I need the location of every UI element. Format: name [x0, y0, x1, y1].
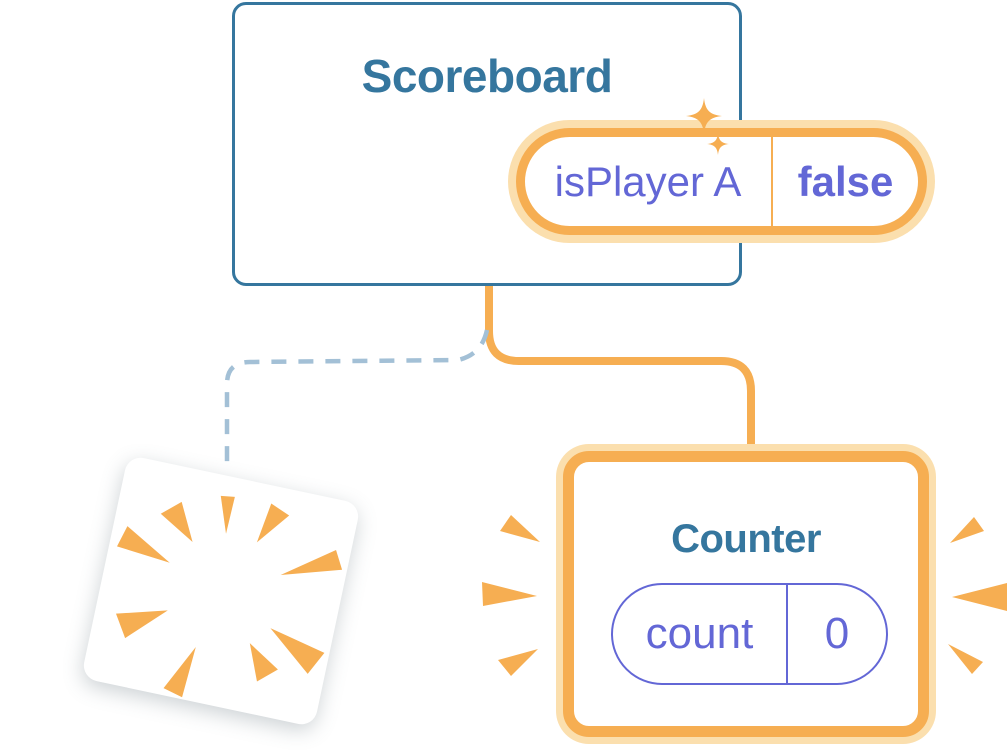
state-value: 0	[824, 609, 850, 658]
counter-state-pill: count 0	[611, 583, 888, 685]
scoreboard-title: Scoreboard	[361, 50, 613, 102]
scoreboard-component-card: Scoreboard isPlayer A false	[232, 2, 927, 286]
state-name: count	[613, 585, 788, 683]
state-name: isPlayer A	[525, 137, 773, 226]
counter-title: Counter	[671, 517, 821, 561]
emphasis-rays-icon	[948, 517, 1007, 674]
emphasis-rays-icon	[482, 515, 540, 676]
destroyed-component-card	[80, 454, 362, 728]
dashed-connector-line	[224, 329, 490, 462]
solid-connector-line	[485, 285, 755, 450]
poof-burst-icon	[115, 495, 343, 698]
sparkles-icon	[686, 98, 729, 155]
scoreboard-state-pill: isPlayer A false	[516, 128, 927, 235]
state-value: false	[797, 157, 894, 205]
counter-component-card: Counter count 0	[563, 451, 929, 737]
